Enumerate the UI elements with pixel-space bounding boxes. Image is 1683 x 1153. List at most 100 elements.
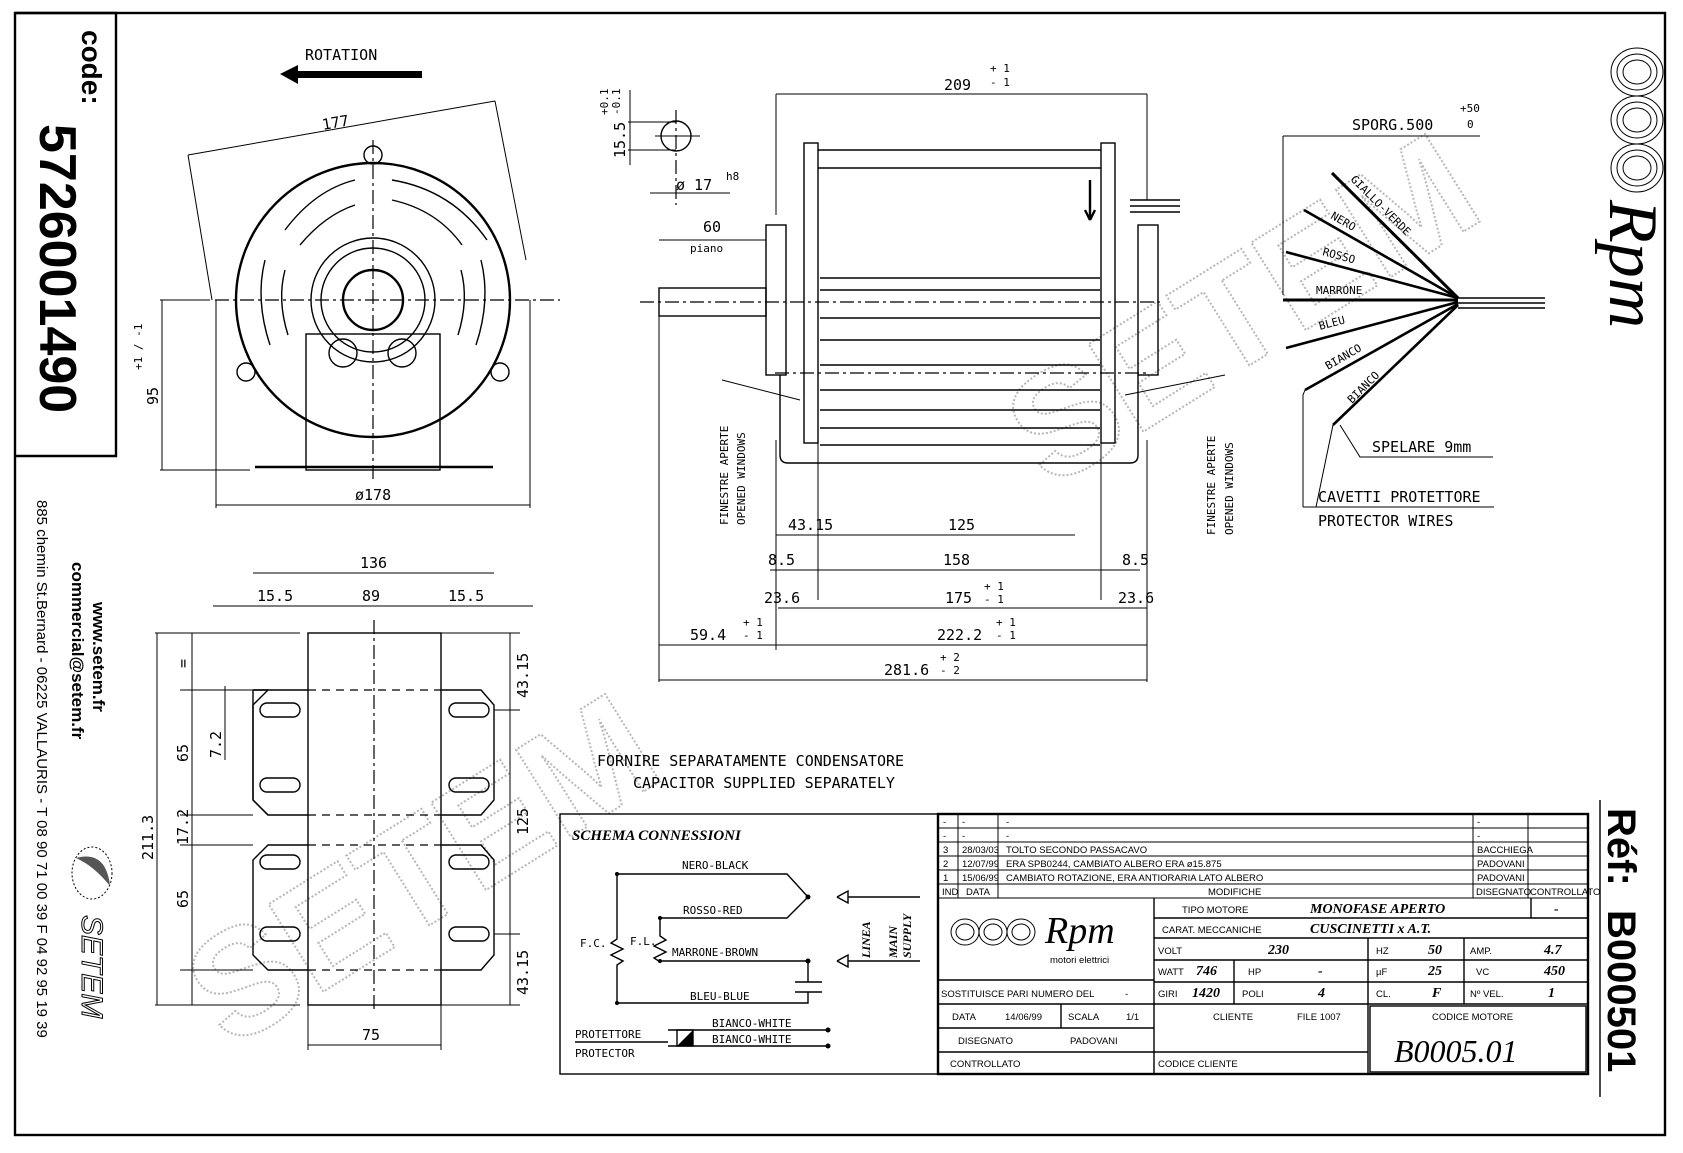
carat-value: CUSCINETTI x A.T. — [1310, 922, 1431, 937]
watermark: SETEM — [158, 661, 685, 1077]
dim-222-2: 222.2 — [937, 626, 982, 644]
plate-height-total: 211.3 — [139, 815, 157, 860]
cl-label: CL. — [1376, 989, 1391, 1000]
schema-white-1: BIANCO-WHITE — [712, 1017, 791, 1030]
revision-drawn: BACCHIEGA — [1477, 845, 1534, 856]
protector-label-en: PROTECTOR WIRES — [1318, 512, 1453, 530]
lead-marrone: MARRONE — [1316, 284, 1362, 297]
plate-pitch-1: 65 — [174, 744, 192, 762]
rev-header-date: DATA — [966, 887, 991, 898]
schema-fc: F.C. — [580, 937, 607, 950]
data-label: DATA — [952, 1012, 977, 1023]
schema-brown: MARRONE-BROWN — [672, 946, 758, 959]
dim-59-4-tol-plus: + 1 — [743, 616, 763, 629]
revision-date: - — [962, 817, 965, 828]
dim-125: 125 — [948, 516, 975, 534]
plate-side-bot: 43.15 — [514, 950, 532, 995]
schema-main: MAIN — [886, 925, 900, 959]
codice-cliente-label: CODICE CLIENTE — [1158, 1059, 1238, 1070]
poli-label: POLI — [1242, 989, 1264, 1000]
plate-side-top: 43.15 — [514, 653, 532, 698]
setem-brand: SETEM — [75, 915, 108, 1018]
code-value: 5726001490 — [28, 124, 86, 413]
dim-59-4: 59.4 — [690, 626, 726, 644]
volt-label: VOLT — [1158, 946, 1182, 957]
plate-slot-left: 15.5 — [257, 587, 293, 605]
revision-date: 28/03/03 — [962, 845, 999, 856]
watt-label: WATT — [1158, 967, 1184, 978]
revision-desc: - — [1006, 817, 1009, 828]
giri-label: GIRI — [1158, 989, 1178, 1000]
dim-281-6-tol-plus: + 2 — [940, 651, 960, 664]
plate-eq: = — [174, 659, 192, 668]
code-label: code: — [76, 30, 107, 105]
dim-175: 175 — [945, 589, 972, 607]
hp-value: - — [1318, 964, 1323, 979]
revision-desc: TOLTO SECONDO PASSACAVO — [1006, 845, 1147, 856]
revision-ind: - — [943, 831, 946, 842]
schema-blue: BLEU-BLUE — [690, 990, 750, 1003]
title-logo-icon — [950, 918, 1036, 946]
schema-red: ROSSO-RED — [683, 904, 743, 917]
revision-ind: - — [943, 817, 946, 828]
shaft-note: piano — [690, 242, 723, 255]
rev-header-drawn: DISEGNATO — [1476, 887, 1531, 898]
plate-slot: 7.2 — [207, 731, 225, 758]
drawing-frame — [13, 11, 1667, 1137]
dim-23-6-left: 23.6 — [764, 589, 800, 607]
rev-header-ind: IND — [942, 887, 959, 898]
plate-center: 89 — [362, 587, 380, 605]
dim-177: 177 — [321, 112, 351, 134]
plate-foot: 75 — [362, 1026, 380, 1044]
ref-label: Réf: — [1599, 808, 1643, 886]
title-logo-text: Rpm — [1044, 910, 1115, 952]
dim-222-2-tol-plus: + 1 — [996, 616, 1016, 629]
email-link[interactable]: commercial@setem.fr — [68, 562, 87, 740]
hz-value: 50 — [1428, 943, 1442, 958]
data-value: 14/06/99 — [1005, 1012, 1042, 1023]
dim-209-tol-plus: + 1 — [990, 62, 1010, 75]
plate-side-mid: 125 — [514, 808, 532, 835]
title-block: - - - - - - - - 3 28/03/03 TOLTO SECONDO PASSACAVO… — [936, 812, 1600, 1076]
file-label: FILE 1007 — [1297, 1012, 1341, 1023]
shaft-flat-tol-plus: +0.1 — [598, 89, 611, 116]
shaft-flat-tol-minus: -0.1 — [610, 89, 623, 116]
setem-logo-icon — [71, 846, 113, 900]
scala-value: 1/1 — [1126, 1012, 1139, 1023]
disegnato-value: PADOVANI — [1070, 1036, 1118, 1047]
tipo-value: MONOFASE APERTO — [1309, 902, 1445, 917]
schema-title: SCHEMA CONNESSIONI — [572, 828, 742, 844]
revision-date: - — [962, 831, 965, 842]
sporg-tol-minus: 0 — [1467, 118, 1474, 131]
rotation-label: ROTATION — [305, 46, 377, 64]
dim-175-tol-minus: - 1 — [984, 593, 1004, 606]
tipo-label: TIPO MOTORE — [1182, 905, 1248, 916]
schema-protector-en: PROTECTOR — [575, 1047, 635, 1060]
base-plate-view: 136 15.5 89 15.5 — [139, 554, 533, 1050]
cliente-label: CLIENTE — [1213, 1012, 1253, 1023]
revision-drawn: - — [1477, 817, 1480, 828]
dim-8-5-left: 8.5 — [768, 551, 795, 569]
revision-date: 12/07/99 — [962, 859, 999, 870]
shaft-flat-dim: 15.5 — [611, 122, 629, 158]
uf-label: µF — [1376, 967, 1387, 978]
front-view: ROTATION 177 95 +1 / -1 ø178 — [132, 46, 560, 508]
schema-black: NERO-BLACK — [682, 859, 749, 872]
controllato-label: CONTROLLATO — [950, 1059, 1020, 1070]
sostituisce-value: - — [1125, 989, 1128, 1000]
rpm-logo-icon — [1610, 47, 1664, 193]
website-link[interactable]: www.setem.fr — [89, 601, 108, 712]
dim-158: 158 — [943, 551, 970, 569]
capacitor-note-it: FORNIRE SEPARATAMENTE CONDENSATORE — [597, 752, 904, 770]
schema-supply: SUPPLY — [900, 912, 914, 958]
plate-pitch-2: 65 — [174, 890, 192, 908]
code-box: code: 5726001490 — [15, 11, 118, 458]
scala-label: SCALA — [1068, 1012, 1100, 1023]
wiring-schema: SCHEMA CONNESSIONI NERO-BLACK ROSSO-RED … — [559, 813, 939, 1075]
vc-label: VC — [1476, 967, 1489, 978]
vel-label: Nº VEL. — [1470, 989, 1504, 1000]
amp-value: 4.7 — [1543, 943, 1563, 958]
revision-ind: 3 — [943, 845, 948, 856]
dim-95: 95 — [144, 387, 162, 405]
